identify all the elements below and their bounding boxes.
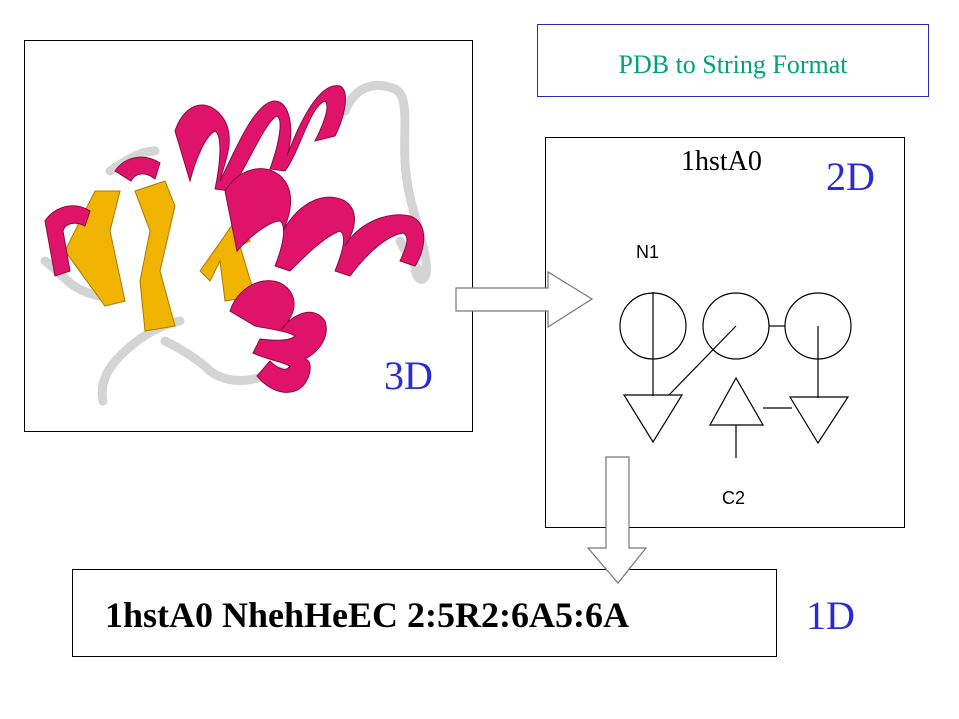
string-format-box: 1hstA0 NhehHeEC 2:5R2:6A5:6A xyxy=(72,569,777,657)
label-1d: 1D xyxy=(806,593,855,638)
label-3d: 3D xyxy=(384,353,433,398)
protein-3d-panel xyxy=(24,40,473,432)
strand-triangle-down-1 xyxy=(622,394,684,444)
string-format-text: 1hstA0 NhehHeEC 2:5R2:6A5:6A xyxy=(105,595,629,635)
page-title: PDB to String Format xyxy=(618,50,848,79)
protein-id-label: 1hstA0 xyxy=(681,146,762,177)
strand-triangle-down-2 xyxy=(788,396,850,445)
protein-ribbon-image xyxy=(40,81,431,406)
n-terminus-label: N1 xyxy=(636,242,659,262)
arrow-3d-to-2d xyxy=(455,270,594,329)
strand-triangle-up xyxy=(708,376,765,426)
topology-2d-panel xyxy=(545,137,905,528)
arrow-2d-to-1d xyxy=(586,456,648,584)
topology-diagram xyxy=(619,292,852,458)
title-box: PDB to String Format xyxy=(537,24,929,97)
c-terminus-label: C2 xyxy=(722,488,745,508)
label-2d: 2D xyxy=(826,154,875,199)
